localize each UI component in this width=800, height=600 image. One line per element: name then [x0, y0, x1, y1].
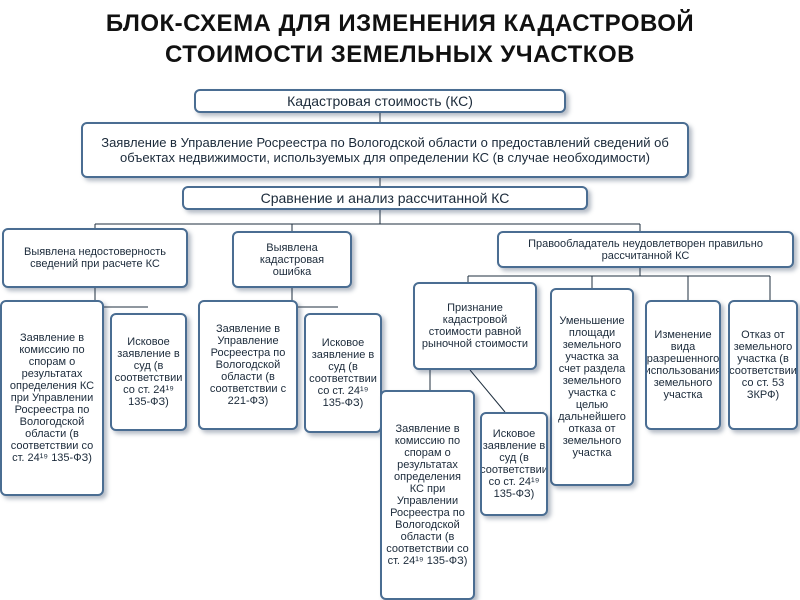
- unreliable-box: Выявлена недостоверность сведений при ра…: [2, 228, 188, 288]
- cadastral-value-box: Кадастровая стоимость (КС): [194, 89, 566, 113]
- owner-unsatisfied-text: Правообладатель неудовлетворен правильно…: [528, 237, 763, 262]
- lawsuit-text-3: Исковое заявление в суд (в соответствии …: [480, 428, 548, 500]
- cadastral-error-text: Выявлена кадастровая ошибка: [259, 241, 325, 278]
- error-application-text: Заявление в Управление Росреестра по Вол…: [209, 323, 287, 407]
- application-box: Заявление в Управление Росреестра по Вол…: [81, 122, 689, 178]
- application-text: Заявление в Управление Росреестра по Вол…: [101, 135, 669, 165]
- cadastral-error-box: Выявлена кадастровая ошибка: [232, 231, 352, 288]
- land-refusal-box: Отказ от земельного участка (в соответст…: [728, 300, 798, 430]
- market-value-box: Признание кадастровой стоимости равной р…: [413, 282, 537, 370]
- commission-text-2: Заявление в комиссию по спорам о результ…: [386, 423, 469, 567]
- connector-market-lawsuit: [469, 369, 506, 413]
- commission-box-1: Заявление в комиссию по спорам о результ…: [0, 300, 104, 496]
- lawsuit-box-3: Исковое заявление в суд (в соответствии …: [480, 412, 548, 516]
- commission-box-2: Заявление в комиссию по спорам о результ…: [380, 390, 475, 600]
- lawsuit-text-1: Исковое заявление в суд (в соответствии …: [114, 336, 183, 408]
- commission-text-1: Заявление в комиссию по спорам о результ…: [9, 332, 95, 464]
- lawsuit-box-2: Исковое заявление в суд (в соответствии …: [304, 313, 382, 433]
- area-reduction-text: Уменьшение площади земельного участка за…: [558, 315, 626, 459]
- lawsuit-box-1: Исковое заявление в суд (в соответствии …: [110, 313, 187, 431]
- unreliable-text: Выявлена недостоверность сведений при ра…: [23, 246, 166, 270]
- area-reduction-box: Уменьшение площади земельного участка за…: [550, 288, 634, 486]
- page-title: БЛОК-СХЕМА ДЛЯ ИЗМЕНЕНИЯ КАДАСТРОВОЙ СТО…: [105, 10, 695, 68]
- cadastral-value-text: Кадастровая стоимость (КС): [287, 93, 473, 109]
- error-application-box: Заявление в Управление Росреестра по Вол…: [198, 300, 298, 430]
- use-change-text: Изменение вида разрешенного использовани…: [645, 329, 721, 401]
- use-change-box: Изменение вида разрешенного использовани…: [645, 300, 721, 430]
- market-value-text: Признание кадастровой стоимости равной р…: [421, 302, 529, 350]
- comparison-box: Сравнение и анализ рассчитанной КС: [182, 186, 588, 210]
- comparison-text: Сравнение и анализ рассчитанной КС: [260, 190, 510, 206]
- land-refusal-text: Отказ от земельного участка (в соответст…: [729, 329, 797, 401]
- owner-unsatisfied-box: Правообладатель неудовлетворен правильно…: [497, 231, 794, 268]
- lawsuit-text-2: Исковое заявление в суд (в соответствии …: [309, 337, 377, 409]
